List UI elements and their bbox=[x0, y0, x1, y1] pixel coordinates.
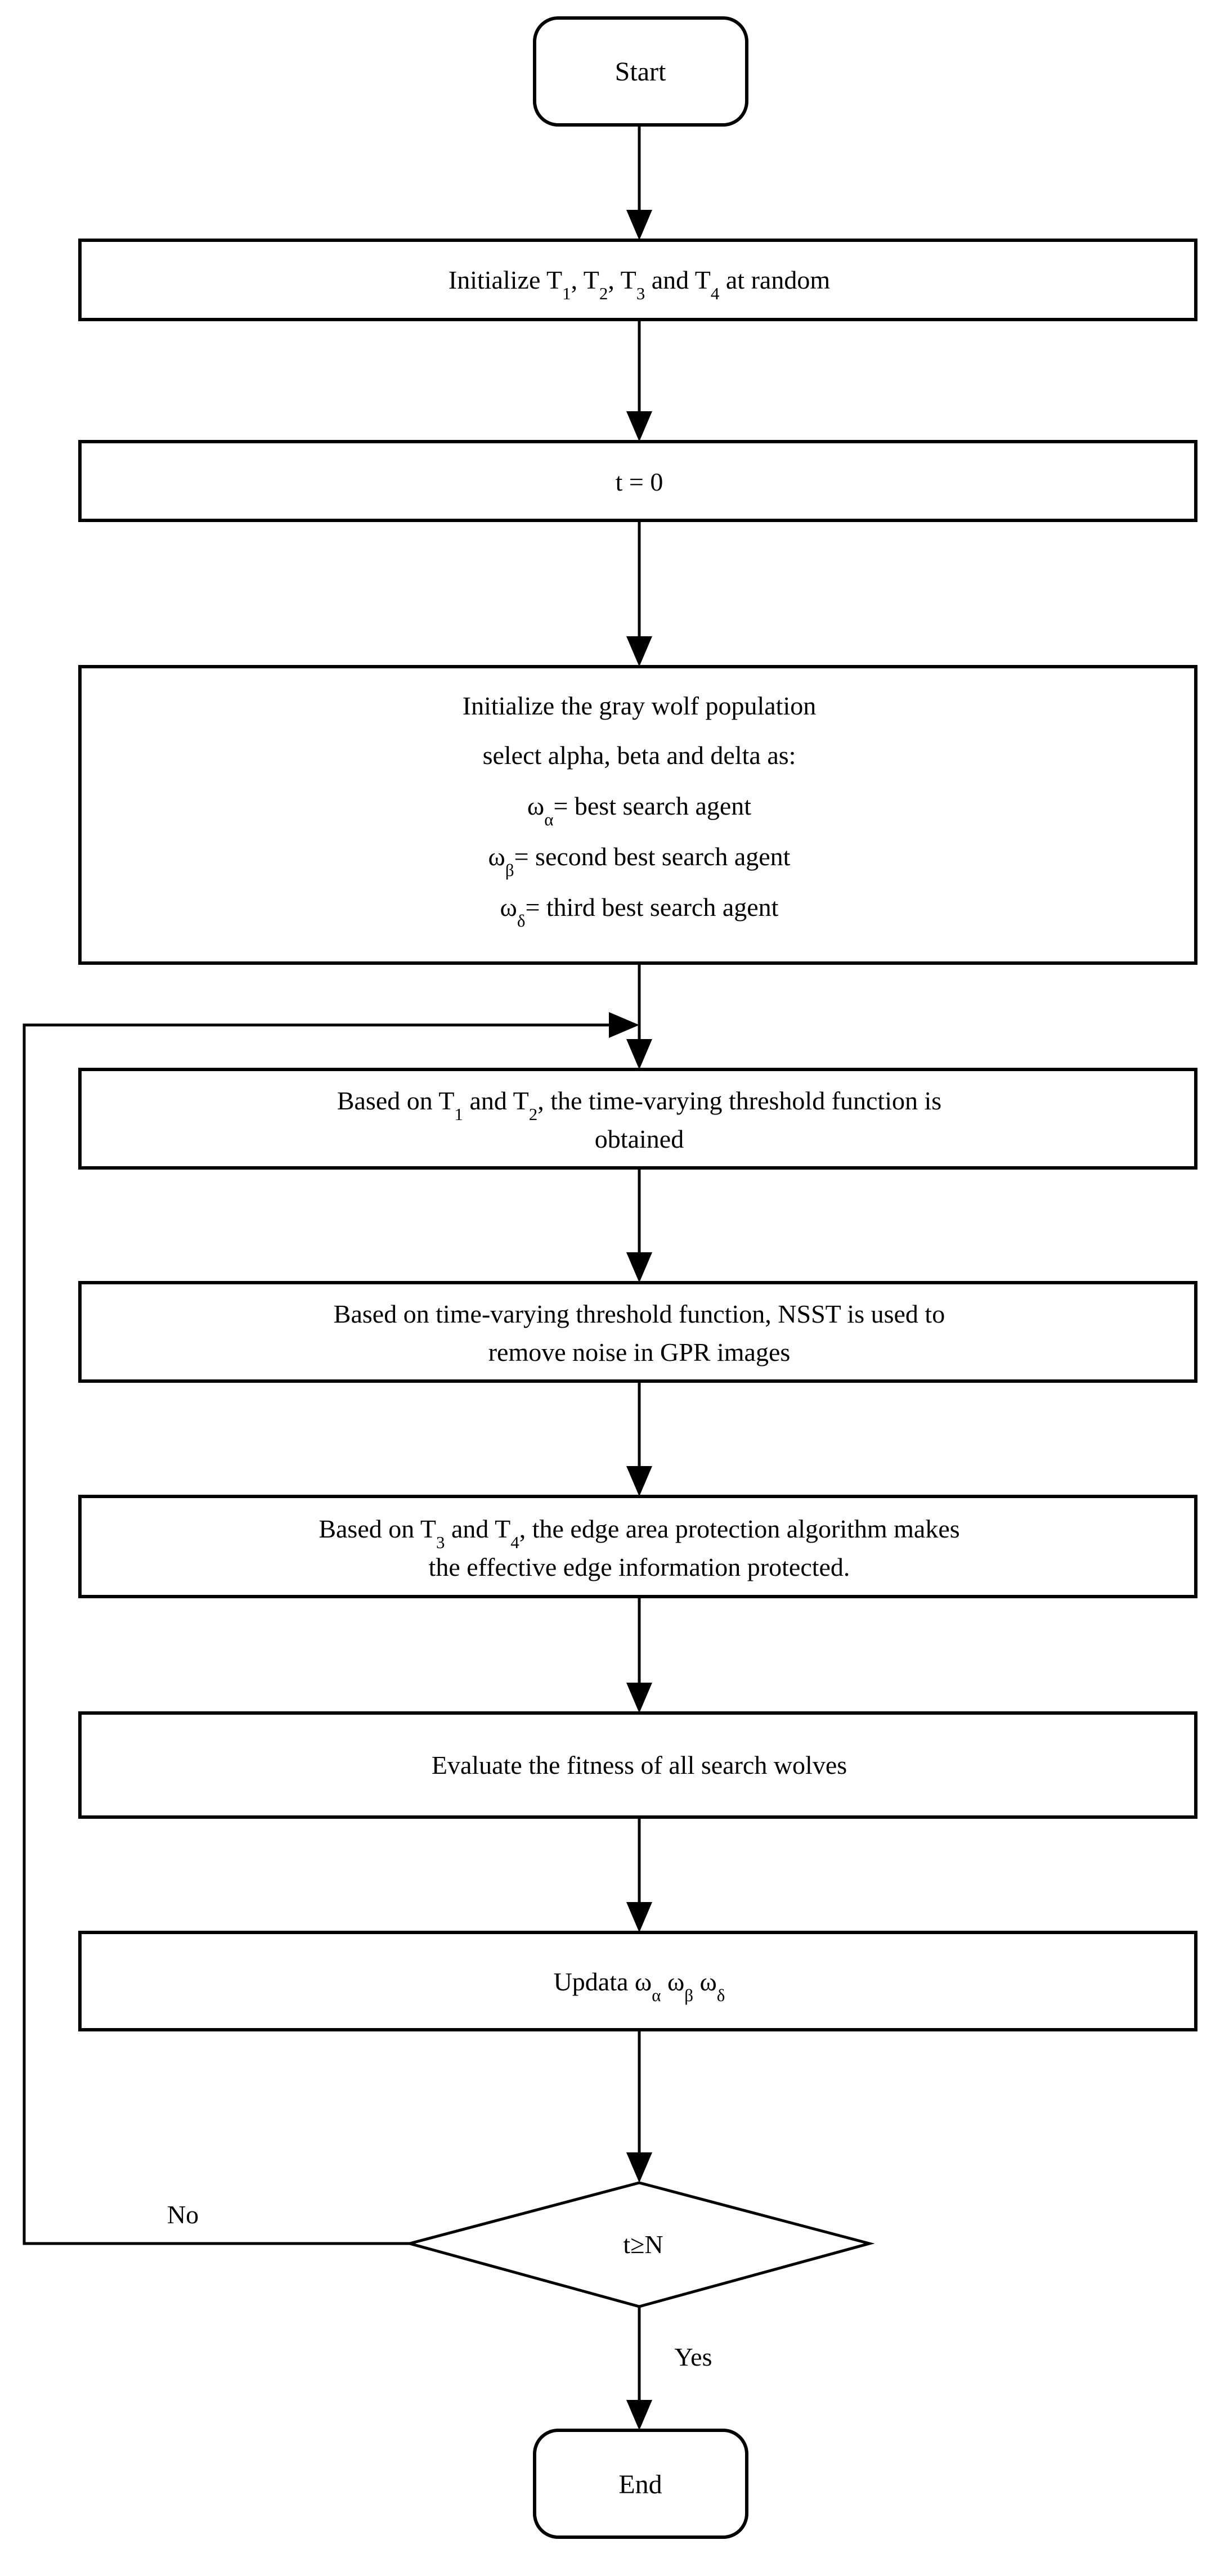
init-wolves-line-3: ωα= best search agent bbox=[527, 792, 751, 829]
node-init-thresholds[interactable]: Initialize T1, T2, T3 and T4 at random bbox=[78, 239, 1197, 321]
connector-update-to-decision bbox=[626, 2030, 652, 2183]
node-init-wolf-population[interactable]: Initialize the gray wolf population sele… bbox=[78, 665, 1197, 965]
nsst-line-2: remove noise in GPR images bbox=[488, 1338, 791, 1366]
evaluate-fitness-label: Evaluate the fitness of all search wolve… bbox=[432, 1751, 847, 1779]
init-wolves-line-5: ωδ= third best search agent bbox=[500, 893, 779, 930]
connectors bbox=[23, 125, 652, 2430]
node-edge-area-protection[interactable]: Based on T3 and T4, the edge area protec… bbox=[78, 1495, 1197, 1598]
node-iteration-check[interactable]: t≥N bbox=[404, 2181, 875, 2308]
update-wolves-shape bbox=[78, 1931, 1197, 2031]
decision-shape bbox=[404, 2181, 875, 2308]
node-nsst-remove-noise[interactable]: Based on time-varying threshold function… bbox=[78, 1281, 1197, 1383]
connector-threshold-to-nsst bbox=[626, 1168, 652, 1283]
nsst-shape bbox=[78, 1281, 1197, 1383]
edge-protection-shape bbox=[78, 1495, 1197, 1598]
node-evaluate-fitness[interactable]: Evaluate the fitness of all search wolve… bbox=[78, 1711, 1197, 1819]
connector-init-to-tzero bbox=[626, 320, 652, 442]
nsst-line-1: Based on time-varying threshold function… bbox=[334, 1300, 945, 1328]
connector-edge-to-evaluate bbox=[626, 1597, 652, 1713]
init-wolves-line-1: Initialize the gray wolf population bbox=[463, 691, 816, 720]
threshold-function-shape bbox=[78, 1068, 1197, 1170]
edge-label-yes: Yes bbox=[675, 2343, 712, 2371]
node-end[interactable]: End bbox=[533, 2429, 748, 2539]
connector-decision-to-end bbox=[626, 2307, 652, 2430]
threshold-function-line-2: obtained bbox=[595, 1125, 684, 1153]
edge-protection-line-1: Based on T3 and T4, the edge area protec… bbox=[319, 1514, 959, 1552]
edge-label-no: No bbox=[167, 2200, 199, 2229]
connector-tzero-to-wolves bbox=[626, 520, 652, 667]
t-zero-shape bbox=[78, 440, 1197, 522]
node-time-varying-threshold-function[interactable]: Based on T1 and T2, the time-varying thr… bbox=[78, 1068, 1197, 1170]
connector-start-to-init bbox=[626, 125, 652, 240]
node-update-wolves[interactable]: Updata ωα ωβ ωδ bbox=[78, 1931, 1197, 2031]
init-wolves-line-2: select alpha, beta and delta as: bbox=[483, 741, 796, 770]
start-label: Start bbox=[615, 57, 666, 87]
node-start[interactable]: Start bbox=[533, 16, 748, 127]
update-wolves-label: Updata ωα ωβ ωδ bbox=[554, 1967, 725, 2005]
threshold-function-line-1: Based on T1 and T2, the time-varying thr… bbox=[337, 1086, 941, 1124]
init-wolves-line-4: ωβ= second best search agent bbox=[488, 842, 791, 880]
connector-nsst-to-edge bbox=[626, 1381, 652, 1496]
end-label: End bbox=[618, 2470, 662, 2499]
evaluate-fitness-shape bbox=[78, 1711, 1197, 1819]
init-thresholds-label: Initialize T1, T2, T3 and T4 at random bbox=[448, 266, 830, 303]
node-t-zero[interactable]: t = 0 bbox=[78, 440, 1197, 522]
start-shape bbox=[533, 16, 748, 127]
init-thresholds-shape bbox=[78, 239, 1197, 321]
decision-label: t≥N bbox=[623, 2230, 663, 2259]
connector-wolves-to-loopjoin bbox=[626, 963, 652, 1069]
connector-evaluate-to-update bbox=[626, 1817, 652, 1932]
t-zero-label: t = 0 bbox=[616, 467, 663, 496]
end-shape bbox=[533, 2429, 748, 2539]
edge-protection-line-2: the effective edge information protected… bbox=[429, 1553, 850, 1581]
connector-feedback-loop bbox=[23, 1012, 639, 2245]
init-wolf-population-shape bbox=[78, 665, 1197, 965]
